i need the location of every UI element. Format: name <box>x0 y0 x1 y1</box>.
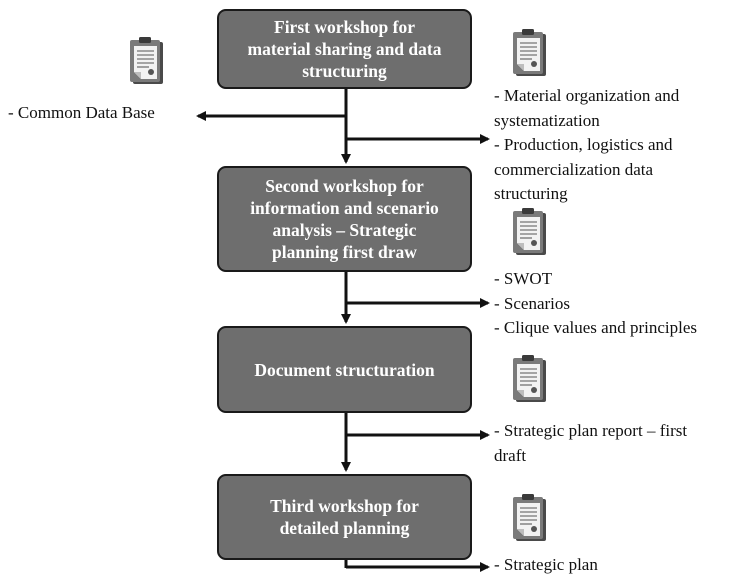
document-icon <box>129 37 164 85</box>
output-step1: - Material organization and systematizat… <box>494 86 680 203</box>
document-icon <box>512 355 547 403</box>
output-step4: - Strategic plan <box>494 555 598 574</box>
document-icon <box>512 29 547 77</box>
workshop-box-4: Third workshop for detailed planning <box>217 474 472 560</box>
workshop-box-2: Second workshop for information and scen… <box>217 166 472 272</box>
output-step3: - Strategic plan report – first draft <box>494 421 688 465</box>
workshop-box-3: Document structuration <box>217 326 472 413</box>
workshop-title-4: Third workshop for detailed planning <box>270 496 419 538</box>
output-left: - Common Data Base <box>8 103 155 122</box>
output-step2: - SWOT - Scenarios - Clique values and p… <box>494 269 698 337</box>
workshop-title-2: Second workshop for information and scen… <box>250 176 439 262</box>
document-icon <box>512 208 547 256</box>
workshop-title-3: Document structuration <box>254 359 435 380</box>
document-icon <box>512 494 547 542</box>
workshop-title-1: First workshop for material sharing and … <box>247 17 442 81</box>
workshop-box-1: First workshop for material sharing and … <box>217 9 472 89</box>
